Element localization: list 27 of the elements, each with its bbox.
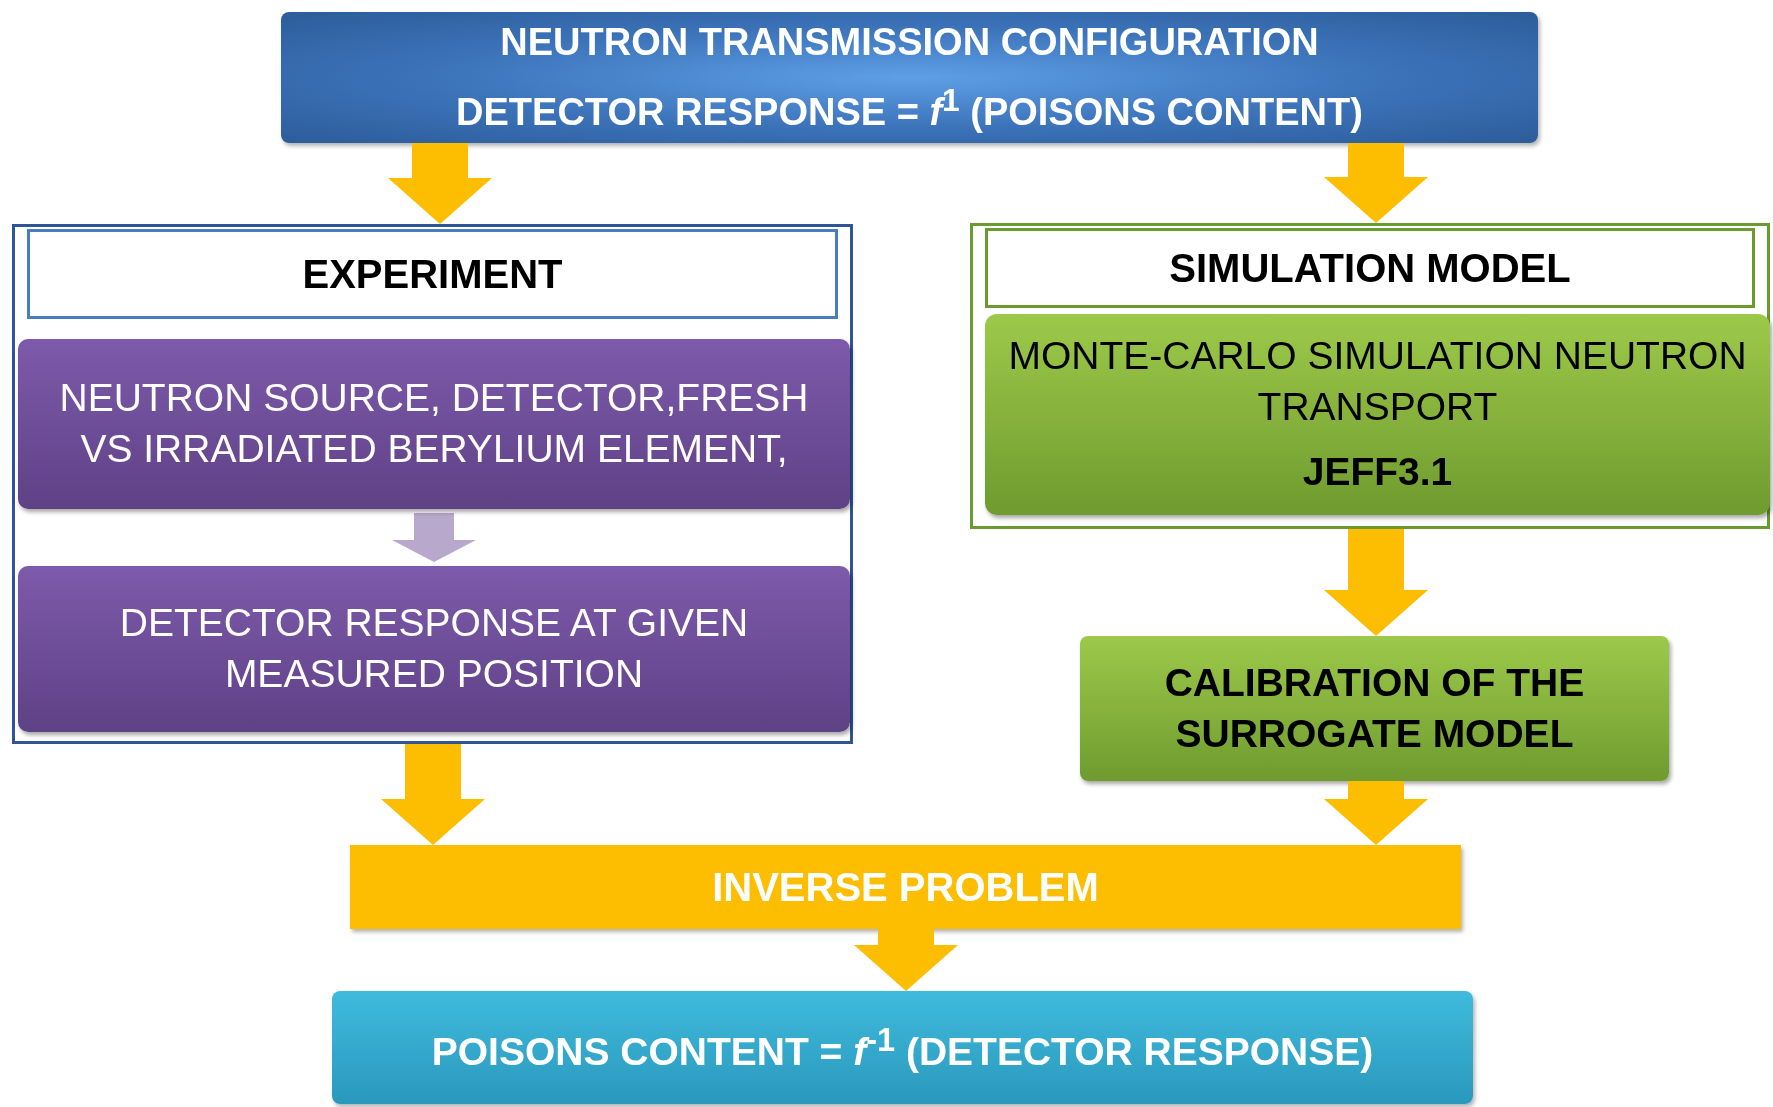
box-text: DETECTOR RESPONSE = f$^{1}$ (POISONS CONTENT) <box>456 82 1363 134</box>
reference-text: JEFF3.1 <box>1302 448 1453 495</box>
box-text: POISONS CONTENT = f$^{-1}$ (DETECTOR RESPONSE) <box>431 1021 1374 1074</box>
box-text: CALIBRATION OF THE SURROGATE MODEL <box>1163 659 1586 757</box>
arrow <box>1324 781 1428 845</box>
arrow <box>388 143 492 224</box>
box-text: MONTE-CARLO SIMULATION NEUTRON TRANSPORT <box>1007 333 1748 431</box>
arrow <box>381 744 485 845</box>
process-box <box>985 314 1770 515</box>
process-box <box>18 339 850 509</box>
arrow <box>392 513 476 562</box>
arrow <box>854 929 958 991</box>
process-box <box>350 845 1461 929</box>
box-text: DETECTOR RESPONSE AT GIVEN MEASURED POSITION <box>118 600 750 697</box>
panel-heading: SIMULATION MODEL <box>985 228 1755 308</box>
title-box <box>281 12 1538 143</box>
result-box <box>332 991 1473 1104</box>
panel-heading: EXPERIMENT <box>27 229 838 319</box>
simulation-panel <box>970 223 1770 529</box>
arrow <box>1324 529 1428 636</box>
arrow <box>1324 143 1428 223</box>
box-text: NEUTRON SOURCE, DETECTOR,FRESH VS IRRADIATED BERYLIUM ELEMENT, <box>58 375 810 472</box>
experiment-panel <box>12 224 853 744</box>
process-box <box>18 566 850 732</box>
process-box <box>1080 636 1669 781</box>
box-text: INVERSE PROBLEM <box>712 864 1099 910</box>
heading: NEUTRON TRANSMISSION CONFIGURATION <box>500 21 1319 65</box>
